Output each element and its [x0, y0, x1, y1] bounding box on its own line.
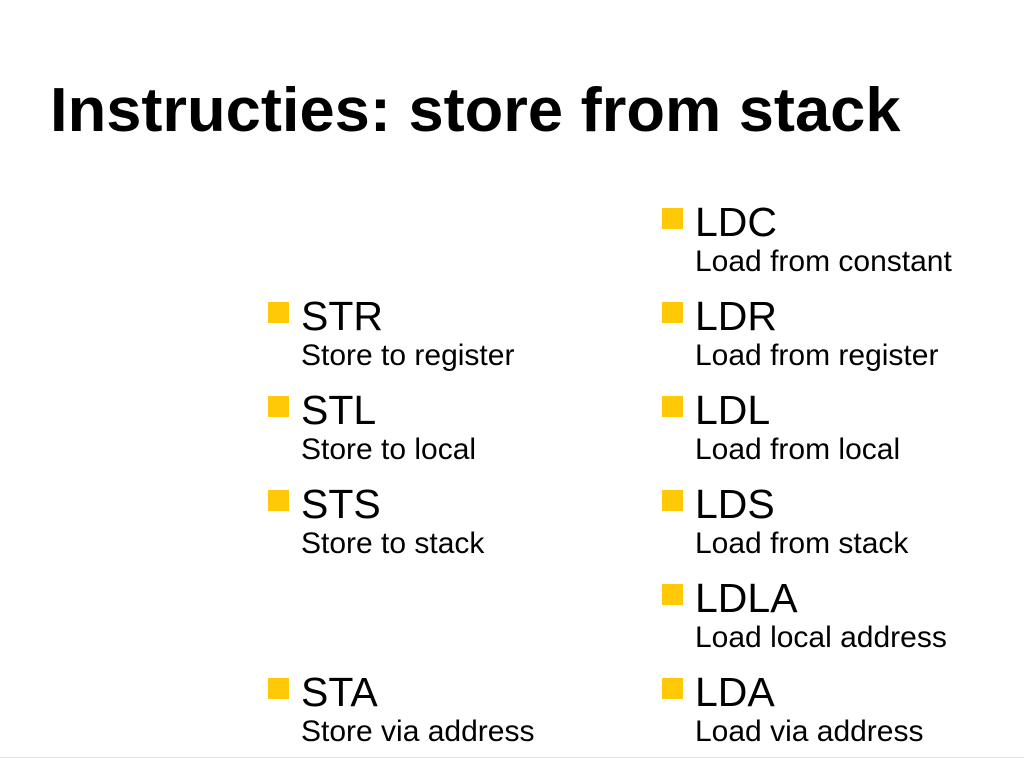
instruction-mnemonic: STA — [301, 669, 378, 715]
square-bullet-icon — [662, 208, 683, 229]
instruction-description: Load from stack — [695, 527, 909, 560]
square-bullet-icon — [268, 396, 289, 417]
square-bullet-icon — [268, 678, 289, 699]
square-bullet-icon — [662, 584, 683, 605]
instruction-description: Store to register — [301, 339, 515, 372]
square-bullet-icon — [662, 302, 683, 323]
instruction-description: Store via address — [301, 715, 535, 748]
instruction-description: Load via address — [695, 715, 924, 748]
instruction-description: Store to local — [301, 433, 477, 466]
instruction-description: Load from local — [695, 433, 901, 466]
square-bullet-icon — [268, 490, 289, 511]
square-bullet-icon — [662, 490, 683, 511]
square-bullet-icon — [662, 396, 683, 417]
instruction-description: Load from register — [695, 339, 939, 372]
instruction-mnemonic: STL — [301, 387, 377, 433]
instruction-mnemonic: STS — [301, 481, 381, 527]
instruction-description: Load local address — [695, 621, 947, 654]
instruction-description: Store to stack — [301, 527, 485, 560]
instruction-mnemonic: LDC — [695, 199, 778, 245]
square-bullet-icon — [268, 302, 289, 323]
instruction-mnemonic: STR — [301, 293, 383, 339]
instruction-mnemonic: LDL — [695, 387, 771, 433]
instruction-mnemonic: LDLA — [695, 575, 798, 621]
page-title: Instructies: store from stack — [50, 76, 901, 145]
square-bullet-icon — [662, 678, 683, 699]
instruction-mnemonic: LDS — [695, 481, 775, 527]
instruction-mnemonic: LDA — [695, 669, 775, 715]
instruction-mnemonic: LDR — [695, 293, 778, 339]
instruction-description: Load from constant — [695, 245, 952, 278]
footer-divider — [0, 757, 1024, 758]
